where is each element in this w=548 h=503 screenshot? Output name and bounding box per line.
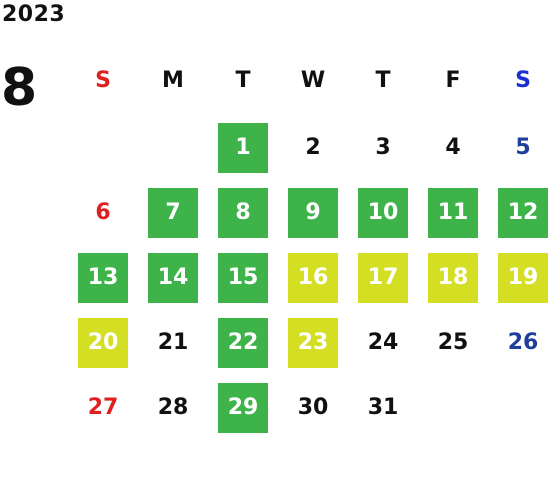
yellow-day-box: 18 [428, 252, 478, 303]
weekday-header-2: T [235, 67, 251, 93]
day-number: 26 [507, 330, 539, 355]
day-cell[interactable]: 13 [68, 245, 138, 310]
day-cell[interactable]: 2 [278, 115, 348, 180]
yellow-day-box: 17 [358, 252, 408, 303]
yellow-day-box: 23 [288, 317, 338, 368]
day-cell[interactable]: 1 [208, 115, 278, 180]
day-cell[interactable]: 15 [208, 245, 278, 310]
day-cell[interactable]: 16 [278, 245, 348, 310]
day-cell[interactable]: 18 [418, 245, 488, 310]
day-number: 27 [87, 395, 119, 420]
day-cell[interactable]: 29 [208, 375, 278, 440]
green-day-box: 10 [358, 187, 408, 238]
weekday-header-3: W [300, 67, 326, 93]
day-cell[interactable]: 5 [488, 115, 548, 180]
day-cell[interactable]: 17 [348, 245, 418, 310]
day-cell[interactable]: 21 [138, 310, 208, 375]
day-cell[interactable]: 19 [488, 245, 548, 310]
weekday-header-0: S [95, 67, 111, 93]
green-day-box: 15 [218, 252, 268, 303]
day-cell[interactable]: 6 [68, 180, 138, 245]
day-number: 25 [437, 330, 469, 355]
empty-cell [418, 375, 488, 440]
day-number: 30 [297, 395, 329, 420]
green-day-box: 29 [218, 382, 268, 433]
day-number: 3 [375, 135, 391, 160]
weekday-header-1: M [162, 67, 184, 93]
green-day-box: 13 [78, 252, 128, 303]
day-cell[interactable]: 26 [488, 310, 548, 375]
day-cell[interactable]: 27 [68, 375, 138, 440]
day-cell[interactable]: 14 [138, 245, 208, 310]
day-number: 6 [95, 200, 111, 225]
day-cell[interactable]: 28 [138, 375, 208, 440]
weekday-header-4: T [375, 67, 391, 93]
day-cell[interactable]: 24 [348, 310, 418, 375]
empty-cell [488, 375, 548, 440]
weekday-header-6: S [515, 67, 531, 93]
day-number: 28 [157, 395, 189, 420]
day-cell[interactable]: 8 [208, 180, 278, 245]
day-cell[interactable]: 31 [348, 375, 418, 440]
day-number: 31 [367, 395, 399, 420]
green-day-box: 14 [148, 252, 198, 303]
green-day-box: 22 [218, 317, 268, 368]
day-cell[interactable]: 30 [278, 375, 348, 440]
day-number: 24 [367, 330, 399, 355]
green-day-box: 11 [428, 187, 478, 238]
day-cell[interactable]: 23 [278, 310, 348, 375]
day-cell[interactable]: 4 [418, 115, 488, 180]
weekday-header-5: F [445, 67, 461, 93]
year-label: 2023 [2, 2, 66, 27]
day-cell[interactable]: 11 [418, 180, 488, 245]
day-cell[interactable]: 3 [348, 115, 418, 180]
day-number: 21 [157, 330, 189, 355]
day-cell[interactable]: 10 [348, 180, 418, 245]
day-number: 2 [305, 135, 321, 160]
day-cell[interactable]: 9 [278, 180, 348, 245]
month-label: 8 [1, 58, 38, 118]
day-number: 5 [515, 135, 531, 160]
yellow-day-box: 20 [78, 317, 128, 368]
green-day-box: 12 [498, 187, 548, 238]
day-number: 4 [445, 135, 461, 160]
empty-cell [68, 115, 138, 180]
green-day-box: 8 [218, 187, 268, 238]
day-cell[interactable]: 7 [138, 180, 208, 245]
day-cell[interactable]: 22 [208, 310, 278, 375]
green-day-box: 9 [288, 187, 338, 238]
day-cell[interactable]: 12 [488, 180, 548, 245]
green-day-box: 1 [218, 122, 268, 173]
yellow-day-box: 19 [498, 252, 548, 303]
green-day-box: 7 [148, 187, 198, 238]
yellow-day-box: 16 [288, 252, 338, 303]
day-cell[interactable]: 20 [68, 310, 138, 375]
empty-cell [138, 115, 208, 180]
day-cell[interactable]: 25 [418, 310, 488, 375]
